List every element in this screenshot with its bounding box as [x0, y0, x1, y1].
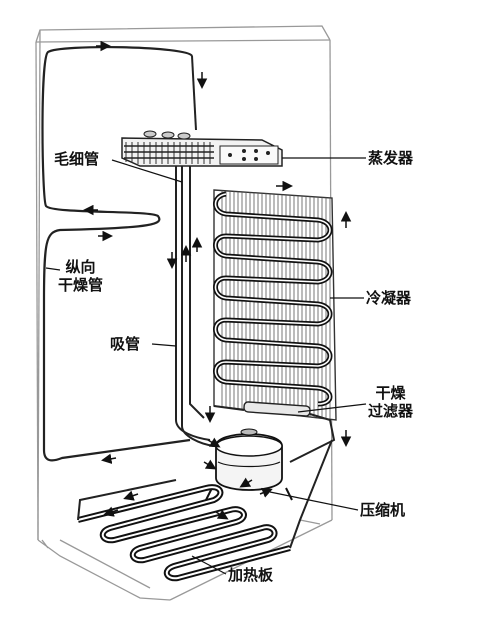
label-evaporator: 蒸发器	[368, 149, 414, 167]
label-heater-plate: 加热板	[228, 566, 274, 584]
arrow	[123, 490, 139, 501]
label-compressor: 压缩机	[360, 501, 406, 519]
dryer-filter	[243, 401, 311, 417]
label-vertical-dryer-line2: 干燥管	[58, 276, 104, 294]
leader-lines	[45, 157, 367, 575]
arrow	[207, 437, 221, 448]
label-suction-tube: 吸管	[110, 335, 141, 353]
label-dryer-filter: 干燥 过滤器	[368, 384, 413, 420]
leader-vertical-dryer	[45, 267, 61, 271]
label-capillary-tube: 毛细管	[54, 150, 100, 168]
capillary-and-suction-tubes	[175, 55, 215, 447]
arrow	[259, 487, 273, 498]
heater-plate-coil	[77, 439, 333, 582]
evaporator-unit	[121, 130, 283, 167]
leader-filter	[297, 403, 367, 413]
label-vertical-dryer-line1: 纵向	[65, 258, 96, 276]
label-dryer-filter-line1: 干燥	[375, 384, 406, 402]
label-dryer-filter-line2: 过滤器	[368, 402, 414, 420]
leader-suction	[151, 343, 177, 347]
leader-capillary	[111, 159, 183, 183]
filter-pipe	[213, 405, 336, 463]
vertical-dryer-tube	[41, 45, 194, 462]
arrow	[203, 459, 217, 470]
arrow	[215, 509, 229, 520]
compressor-unit	[205, 428, 293, 501]
flow-arrows	[83, 40, 352, 520]
arrow	[239, 477, 253, 488]
label-condenser: 冷凝器	[366, 289, 412, 307]
label-vertical-dryer-tube: 纵向 干燥管	[58, 258, 103, 294]
condenser-unit	[213, 189, 337, 421]
cabinet-outline	[35, 25, 333, 601]
leader-compressor	[269, 491, 359, 511]
leader-heater	[191, 555, 227, 575]
arrow	[101, 453, 117, 464]
arrow	[103, 506, 119, 517]
